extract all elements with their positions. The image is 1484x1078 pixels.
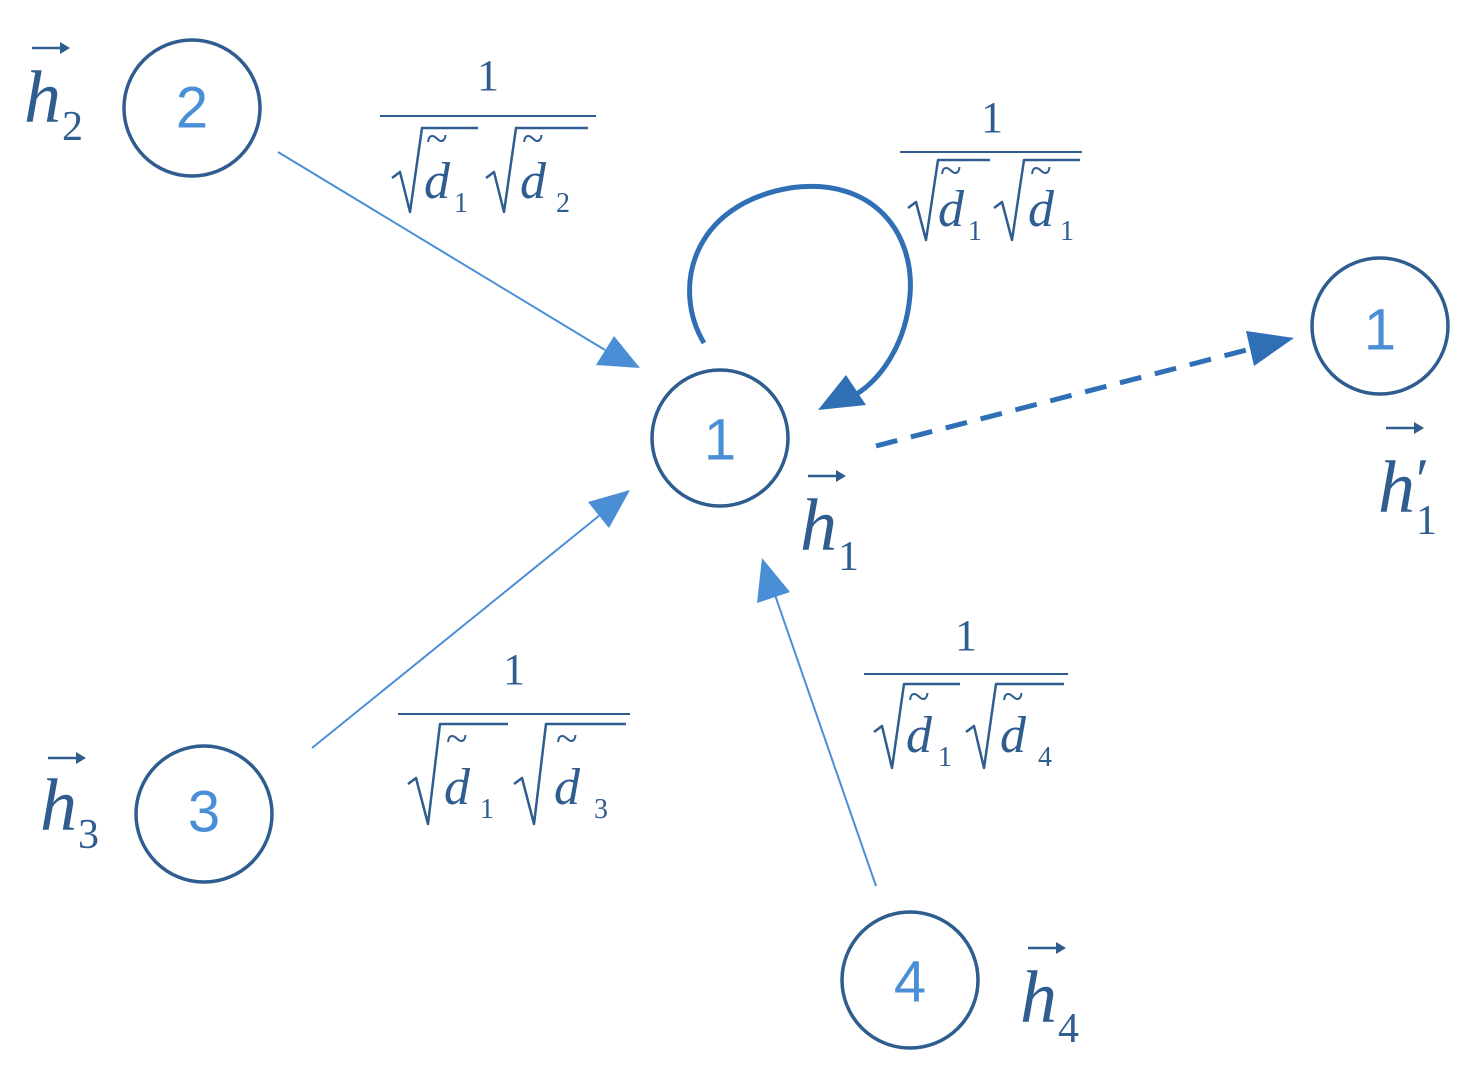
- self-loop-edge: [687, 184, 913, 410]
- svg-text:1: 1: [477, 51, 499, 100]
- svg-text:2: 2: [556, 188, 570, 219]
- weight-fraction-1-2: 1 ~ d 1 ~ d 2: [380, 51, 596, 219]
- svg-text:d: d: [1028, 181, 1055, 238]
- svg-text:1: 1: [480, 794, 494, 825]
- svg-text:1: 1: [503, 645, 525, 694]
- svg-text:4: 4: [1038, 742, 1052, 773]
- vector-h1-prime: h ′ 1: [1378, 422, 1437, 544]
- svg-text:h: h: [1378, 447, 1415, 529]
- svg-text:h: h: [800, 485, 837, 567]
- node-3-label: 3: [188, 780, 220, 845]
- svg-text:1: 1: [454, 188, 468, 219]
- svg-text:d: d: [554, 759, 581, 816]
- edge-4-to-1: [757, 558, 877, 887]
- output-dashed-edge: [875, 331, 1294, 449]
- svg-text:d: d: [520, 153, 547, 210]
- svg-text:1: 1: [838, 534, 859, 580]
- node-1-center-label: 1: [704, 408, 736, 473]
- svg-text:2: 2: [62, 104, 83, 150]
- node-4: 4: [840, 910, 980, 1050]
- sqrt-icon: [907, 158, 990, 242]
- vector-h2: h 2: [24, 42, 83, 150]
- sqrt-icon: [965, 682, 1064, 770]
- edge-2-to-1: [277, 151, 640, 368]
- svg-text:3: 3: [78, 812, 99, 858]
- sqrt-icon: [407, 722, 508, 826]
- svg-text:h: h: [24, 57, 61, 139]
- edge-3-to-1: [311, 490, 630, 749]
- vector-h1: h 1: [800, 470, 859, 580]
- svg-text:3: 3: [594, 794, 608, 825]
- svg-text:~: ~: [446, 716, 468, 761]
- svg-text:1: 1: [938, 742, 952, 773]
- vector-h3: h 3: [40, 752, 99, 858]
- node-1-center: 1: [650, 368, 790, 508]
- svg-text:1: 1: [955, 611, 977, 660]
- sqrt-icon: [391, 126, 478, 214]
- svg-text:1: 1: [1060, 216, 1074, 247]
- node-2-label: 2: [176, 76, 208, 141]
- svg-text:d: d: [1000, 707, 1027, 764]
- svg-text:1: 1: [968, 216, 982, 247]
- svg-text:~: ~: [908, 674, 930, 719]
- node-1-output-label: 1: [1364, 298, 1396, 363]
- svg-text:~: ~: [1002, 674, 1024, 719]
- svg-text:~: ~: [426, 116, 448, 161]
- svg-text:1: 1: [981, 93, 1003, 142]
- svg-text:~: ~: [1030, 148, 1052, 193]
- sqrt-icon: [513, 722, 626, 826]
- vector-h4: h 4: [1020, 942, 1079, 1052]
- svg-text:h: h: [1020, 957, 1057, 1039]
- svg-text:1: 1: [1416, 498, 1437, 544]
- sqrt-icon: [485, 126, 588, 214]
- svg-text:h: h: [40, 765, 77, 847]
- svg-text:~: ~: [940, 148, 962, 193]
- svg-text:d: d: [444, 759, 471, 816]
- sqrt-icon: [993, 158, 1080, 242]
- svg-text:d: d: [906, 707, 933, 764]
- svg-text:~: ~: [556, 716, 578, 761]
- node-2: 2: [122, 38, 262, 178]
- node-1-output: 1: [1310, 256, 1450, 396]
- svg-text:′: ′: [1416, 447, 1429, 513]
- weight-fraction-1-1: 1 ~ d 1 ~ d 1: [900, 93, 1082, 247]
- sqrt-icon: [873, 682, 960, 770]
- node-4-label: 4: [894, 950, 926, 1015]
- weight-fraction-1-3: 1 ~ d 1 ~ d 3: [398, 645, 630, 826]
- svg-text:~: ~: [522, 116, 544, 161]
- weight-fraction-1-4: 1 ~ d 1 ~ d 4: [864, 611, 1068, 773]
- svg-text:4: 4: [1058, 1006, 1079, 1052]
- svg-text:d: d: [938, 181, 965, 238]
- svg-text:d: d: [424, 153, 451, 210]
- node-3: 3: [134, 744, 274, 884]
